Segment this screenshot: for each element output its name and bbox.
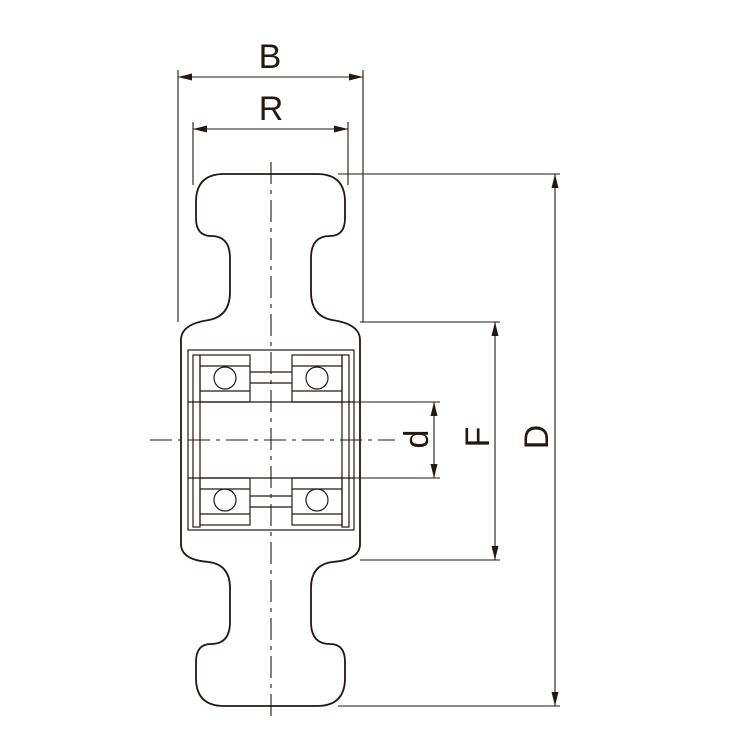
dim-bore-label: d [398, 430, 436, 449]
retaining-ring-left [192, 354, 201, 528]
arrowhead [551, 174, 559, 188]
bearing-block [199, 477, 251, 526]
arrowhead [193, 125, 207, 133]
arrowhead [430, 402, 438, 416]
arrowhead [491, 546, 499, 560]
arrowhead [430, 464, 438, 478]
dim-d-upper-label: D [518, 425, 556, 450]
dim-r-label: R [259, 90, 284, 128]
bearing-ball [213, 366, 237, 390]
arrowhead [334, 125, 348, 133]
arrowhead [178, 73, 192, 81]
bearing-ball [213, 488, 237, 512]
bearing-ball [305, 366, 329, 390]
arrowhead [491, 322, 499, 336]
wheel-outline [180, 173, 361, 707]
bearing-block [199, 354, 251, 403]
dim-b-label: B [259, 38, 282, 76]
retaining-ring-right [341, 354, 350, 528]
bearing-block [291, 477, 343, 526]
bearing-ball [305, 488, 329, 512]
arrowhead [551, 692, 559, 706]
arrowhead [349, 73, 363, 81]
dim-f-label: F [459, 427, 497, 448]
bearing-block [291, 354, 343, 403]
